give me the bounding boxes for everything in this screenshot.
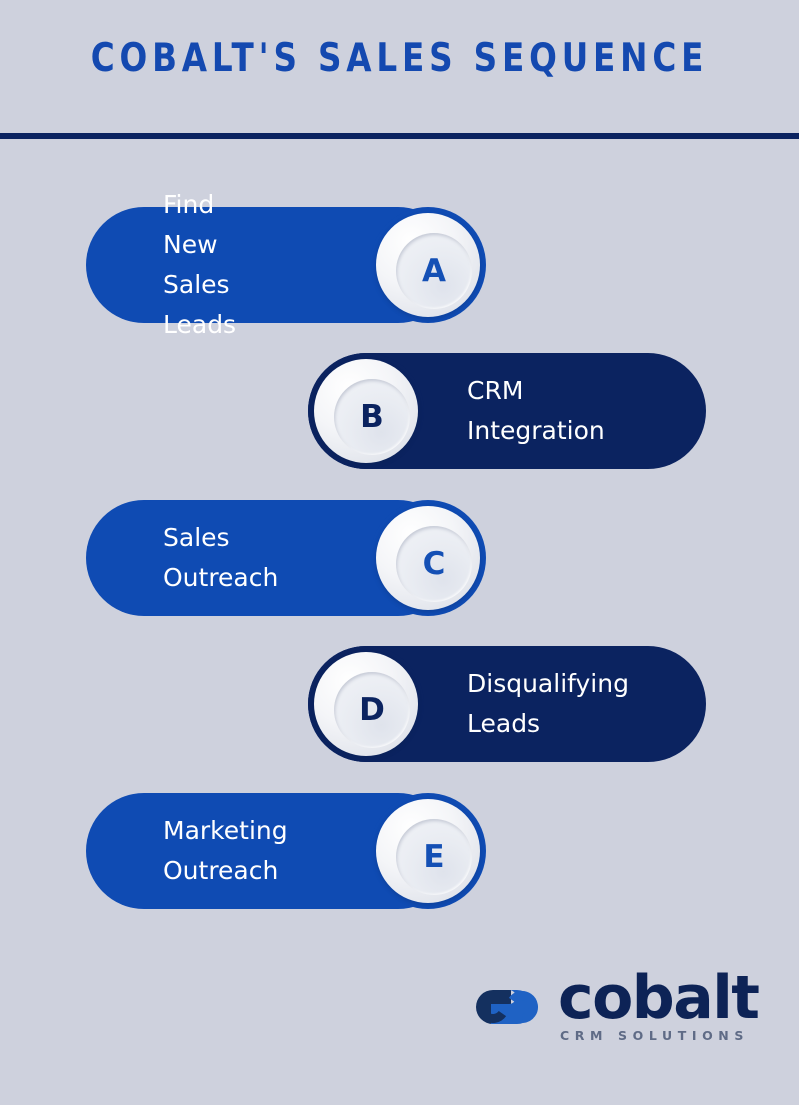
badge-letter-c: C: [422, 545, 446, 582]
sales-sequence-list: Find New Sales Leads A CRM Integration B…: [0, 139, 799, 939]
page-header: COBALT'S SALES SEQUENCE: [0, 0, 799, 133]
badge-inner-e: E: [396, 819, 472, 895]
step-badge-e[interactable]: E: [370, 793, 486, 909]
logo-wordmark: cobalt: [558, 963, 760, 1033]
step-badge-b[interactable]: B: [308, 353, 424, 469]
step-label-b: CRM Integration: [467, 376, 605, 445]
step-label-c: Sales Outreach: [163, 523, 279, 592]
logo-tagline: CRM SOLUTIONS: [560, 1028, 749, 1043]
step-badge-d[interactable]: D: [308, 646, 424, 762]
badge-letter-e: E: [423, 838, 445, 875]
badge-inner-b: B: [334, 379, 410, 455]
brand-logo: cobalt CRM SOLUTIONS: [474, 968, 760, 1050]
badge-ring-b: B: [314, 359, 418, 463]
cobalt-link-mark-icon: [474, 978, 548, 1036]
badge-letter-a: A: [422, 252, 446, 289]
badge-letter-b: B: [360, 398, 384, 435]
page-title: COBALT'S SALES SEQUENCE: [90, 36, 709, 81]
step-badge-c[interactable]: C: [370, 500, 486, 616]
badge-letter-d: D: [359, 691, 385, 728]
badge-ring-d: D: [314, 652, 418, 756]
badge-inner-a: A: [396, 233, 472, 309]
badge-inner-c: C: [396, 526, 472, 602]
header-divider: [0, 133, 799, 139]
step-badge-a[interactable]: A: [370, 207, 486, 323]
step-label-e: Marketing Outreach: [163, 816, 288, 885]
badge-ring-a: A: [376, 213, 480, 317]
step-label-d: Disqualifying Leads: [467, 669, 629, 738]
step-label-a: Find New Sales Leads: [163, 190, 237, 339]
badge-inner-d: D: [334, 672, 410, 748]
badge-ring-c: C: [376, 506, 480, 610]
badge-ring-e: E: [376, 799, 480, 903]
